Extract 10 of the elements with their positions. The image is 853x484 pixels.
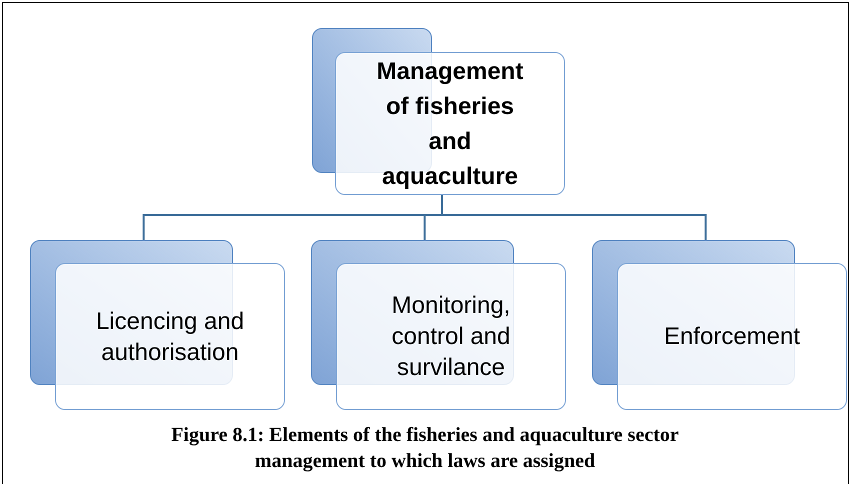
connector-line (441, 195, 707, 240)
box-label: Enforcement (664, 322, 800, 352)
stacked-box (311, 240, 566, 410)
stacked-box (312, 28, 565, 195)
box-label: Licencing and authorisation (94, 306, 246, 368)
stacked-box (30, 240, 285, 410)
stacked-box (592, 240, 847, 410)
box-label: Monitoring, control and survilance (390, 291, 512, 383)
box-label: Management of fisheries and aquaculture (376, 56, 524, 192)
figure-caption: Figure 8.1: Elements of the fisheries and aquaculture sector management to which laws are assigned (170, 423, 680, 474)
